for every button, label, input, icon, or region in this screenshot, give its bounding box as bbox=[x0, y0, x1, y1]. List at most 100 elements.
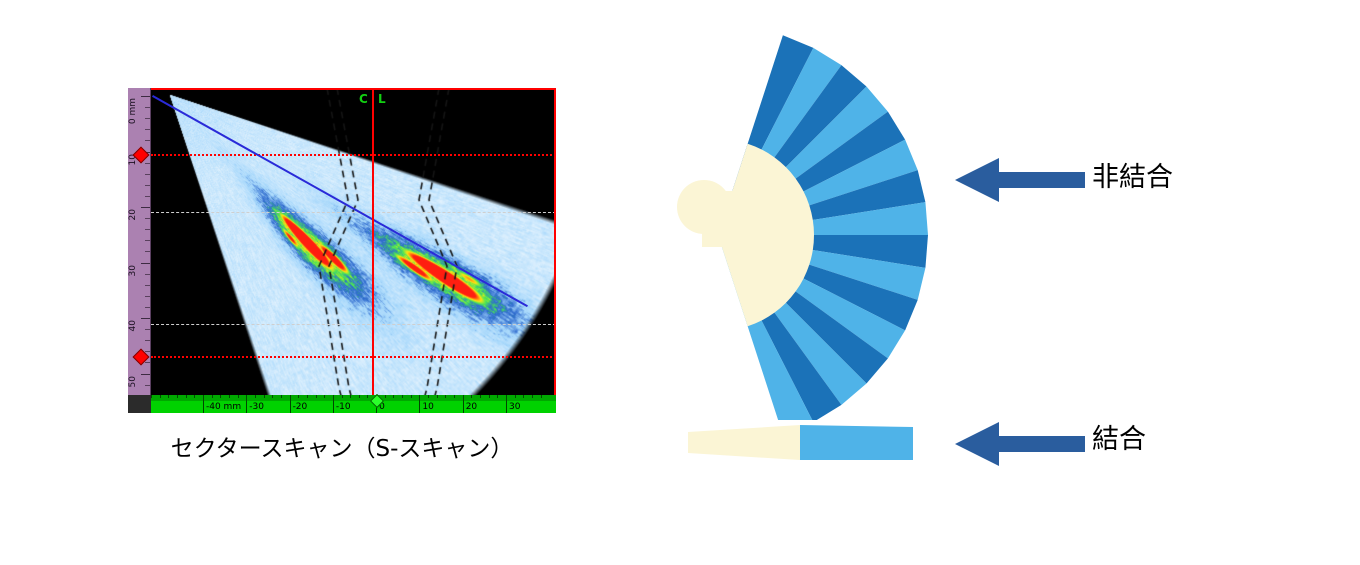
lateral-minor-tick bbox=[185, 395, 187, 398]
lateral-minor-tick bbox=[159, 395, 161, 398]
depth-tick-label: 0 mm bbox=[128, 98, 138, 125]
lateral-minor-tick bbox=[151, 395, 153, 398]
depth-minor-tick bbox=[145, 362, 150, 364]
depth-minor-tick bbox=[145, 140, 150, 142]
non-bonded-arrow bbox=[955, 158, 1085, 202]
depth-minor-tick bbox=[145, 162, 150, 164]
lateral-divider bbox=[506, 401, 507, 413]
lateral-divider bbox=[203, 401, 204, 413]
sector-scan-image bbox=[151, 88, 556, 395]
lateral-minor-tick bbox=[263, 395, 265, 398]
lateral-tick bbox=[332, 395, 334, 401]
non-bonded-label: 非結合 bbox=[1092, 162, 1173, 193]
depth-minor-tick bbox=[145, 284, 150, 286]
lateral-tick-label: 10 bbox=[422, 402, 434, 412]
lateral-minor-tick bbox=[471, 395, 473, 398]
depth-minor-tick bbox=[145, 129, 150, 131]
depth-minor-tick bbox=[145, 273, 150, 275]
scan-plot-area: C L bbox=[151, 88, 556, 395]
depth-tick bbox=[141, 373, 150, 375]
weld-centerline[interactable] bbox=[372, 88, 374, 395]
bonded-arrow bbox=[955, 422, 1085, 466]
lateral-minor-tick bbox=[341, 395, 343, 398]
lateral-minor-tick bbox=[497, 395, 499, 398]
depth-minor-tick bbox=[145, 251, 150, 253]
lateral-divider bbox=[332, 401, 334, 413]
lateral-minor-tick bbox=[410, 395, 412, 398]
lateral-minor-tick bbox=[228, 395, 230, 398]
lateral-tick-label: -20 bbox=[292, 402, 308, 412]
lateral-tick-label: 0 bbox=[379, 402, 385, 412]
lateral-divider bbox=[289, 401, 291, 413]
lateral-tick bbox=[419, 395, 421, 401]
lateral-tick-label: 30 bbox=[509, 402, 521, 412]
bonded-label: 結合 bbox=[1092, 424, 1146, 455]
lateral-minor-tick bbox=[254, 395, 256, 398]
centerline-label-l: L bbox=[378, 92, 386, 106]
lateral-minor-tick bbox=[531, 395, 533, 398]
depth-minor-tick bbox=[145, 218, 150, 220]
lateral-minor-tick bbox=[177, 395, 179, 398]
reference-line-1 bbox=[151, 212, 556, 213]
depth-minor-tick bbox=[145, 173, 150, 175]
lateral-minor-tick bbox=[211, 395, 213, 398]
lateral-tick bbox=[506, 395, 507, 401]
lateral-minor-tick bbox=[237, 395, 239, 398]
lateral-divider bbox=[246, 401, 248, 413]
lateral-minor-tick bbox=[306, 395, 308, 398]
depth-minor-tick bbox=[145, 351, 150, 353]
depth-minor-tick bbox=[145, 240, 150, 242]
lateral-minor-tick bbox=[402, 395, 404, 398]
fan-hub bbox=[718, 143, 814, 327]
lateral-tick-label: -30 bbox=[249, 402, 264, 412]
lateral-minor-tick bbox=[436, 395, 438, 398]
lateral-minor-tick bbox=[445, 395, 447, 398]
lateral-minor-tick bbox=[220, 395, 222, 398]
depth-minor-tick bbox=[145, 306, 150, 308]
depth-tick bbox=[141, 96, 150, 97]
lateral-minor-tick bbox=[367, 395, 369, 398]
depth-minor-tick bbox=[145, 118, 150, 120]
depth-minor-tick bbox=[145, 295, 150, 297]
lateral-minor-tick bbox=[194, 395, 196, 398]
lateral-tick bbox=[289, 395, 291, 401]
sector-scan-display: 0 mm 10 20 30 40 50 C L bbox=[128, 88, 556, 413]
lateral-tick-label: 20 bbox=[465, 402, 478, 412]
depth-tick-label: 30 bbox=[128, 264, 138, 276]
lateral-minor-tick bbox=[488, 395, 490, 398]
lateral-minor-tick bbox=[480, 395, 482, 398]
plot-top-border bbox=[151, 88, 556, 90]
depth-tick-label: 50 bbox=[128, 375, 138, 387]
lateral-tick bbox=[246, 395, 248, 401]
axis-corner-block bbox=[128, 395, 151, 413]
fan-pivot-body bbox=[702, 191, 746, 247]
depth-tick-label: 40 bbox=[128, 320, 138, 332]
depth-tick bbox=[141, 207, 150, 208]
depth-minor-tick bbox=[145, 384, 150, 386]
closed-fan-illustration bbox=[688, 420, 913, 465]
gate-line-1[interactable] bbox=[151, 154, 556, 156]
reference-line-2 bbox=[151, 324, 556, 325]
plot-right-border bbox=[554, 88, 556, 395]
lateral-minor-tick bbox=[298, 395, 300, 398]
lateral-minor-tick bbox=[523, 395, 525, 398]
figure-caption: セクタースキャン（S-スキャン） bbox=[170, 436, 514, 462]
lateral-tick-label: -40 mm bbox=[206, 402, 242, 412]
depth-minor-tick bbox=[145, 329, 150, 331]
lateral-minor-tick bbox=[324, 395, 326, 398]
depth-minor-tick bbox=[145, 195, 150, 197]
closed-fan-graphic bbox=[688, 425, 913, 460]
lateral-divider bbox=[462, 401, 464, 413]
depth-minor-tick bbox=[145, 107, 150, 109]
lateral-minor-tick bbox=[514, 395, 516, 398]
gate-line-2[interactable] bbox=[151, 356, 556, 358]
lateral-minor-tick bbox=[393, 395, 395, 398]
sector-scan-figure: 0 mm 10 20 30 40 50 C L bbox=[128, 88, 556, 480]
lateral-minor-tick bbox=[315, 395, 317, 398]
lateral-minor-tick bbox=[168, 395, 170, 398]
depth-minor-tick bbox=[145, 229, 150, 231]
lateral-minor-tick bbox=[280, 395, 282, 398]
